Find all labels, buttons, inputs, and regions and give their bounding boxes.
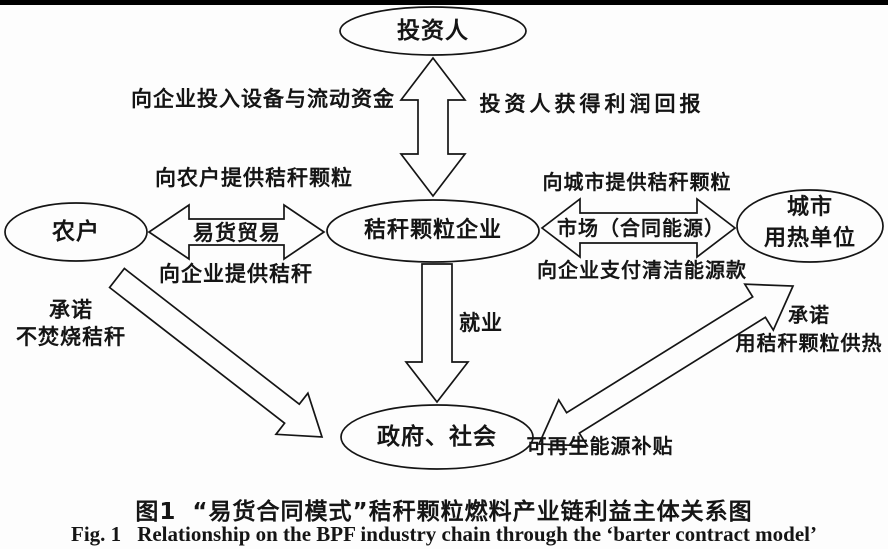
edge-label-promise-no-burn: 承诺 不焚烧秸秆 (10, 297, 132, 351)
edge-label-pellets-to-city: 向城市提供秸秆颗粒 (542, 170, 732, 194)
city-node-label-line2: 用热单位 (763, 226, 856, 251)
caption-en-title: Relationship on the BPF industry chain t… (137, 522, 817, 546)
caption-en: Fig. 1 Relationship on the BPF industry c… (0, 522, 888, 547)
edge-label-profit-return: 投资人获得利润回报 (479, 92, 705, 116)
farmer-government-arrow (108, 267, 324, 438)
edge-label-invest-capital: 向企业投入设备与流动资金 (131, 87, 395, 111)
caption-zh-number: 图1 (135, 499, 177, 525)
investor-node-label: 投资人 (397, 18, 469, 44)
investor-node-ellipse (339, 6, 527, 56)
promise-pellet-heating-line2: 用秸秆颗粒供热 (735, 331, 883, 355)
caption-zh-title: “易货合同模式”秸秆颗粒燃料产业链利益主体关系图 (192, 499, 753, 525)
enterprise-node-label: 秸秆颗粒企业 (363, 218, 502, 243)
city-node-ellipse (736, 189, 884, 263)
edge-label-promise-pellet-heating: 承诺 用秸秆颗粒供热 (727, 301, 888, 357)
farmer-node-ellipse (4, 202, 148, 262)
government-node-label: 政府、社会 (377, 424, 497, 450)
enterprise-city-arrow (540, 197, 737, 259)
edge-label-market-contract-energy: 市场（合同能源） (557, 216, 725, 240)
farmer-enterprise-arrow (147, 203, 326, 261)
caption-en-number: Fig. 1 (71, 522, 122, 546)
edge-label-pay-clean-energy: 向企业支付清洁能源款 (537, 258, 747, 282)
city-node-label-line1: 城市 (786, 195, 833, 220)
promise-no-burn-line2: 不焚烧秸秆 (16, 325, 126, 349)
top-rule-bar (0, 0, 888, 5)
edge-label-straw-to-enterprise: 向企业提供秸秆 (159, 262, 313, 286)
edge-label-pellets-to-farmers: 向农户提供秸秆颗粒 (155, 166, 353, 190)
city-node-label: 城市 用热单位 (737, 192, 883, 254)
investor-enterprise-arrow (399, 56, 467, 198)
government-city-arrow (537, 283, 795, 447)
edge-label-barter-trade: 易货贸易 (193, 221, 281, 245)
government-node-ellipse (340, 404, 534, 470)
arrow-layer (108, 56, 795, 447)
node-layer (4, 6, 884, 470)
enterprise-government-arrow (404, 263, 470, 404)
enterprise-node-ellipse (326, 199, 540, 263)
edge-label-renewable-subsidy: 可再生能源补贴 (526, 434, 674, 458)
edge-label-employment: 就业 (459, 311, 503, 335)
caption-zh: 图1 “易货合同模式”秸秆颗粒燃料产业链利益主体关系图 (0, 492, 888, 526)
farmer-node-label: 农户 (52, 219, 100, 245)
promise-no-burn-line1: 承诺 (49, 298, 93, 322)
promise-pellet-heating-line1: 承诺 (788, 303, 830, 327)
